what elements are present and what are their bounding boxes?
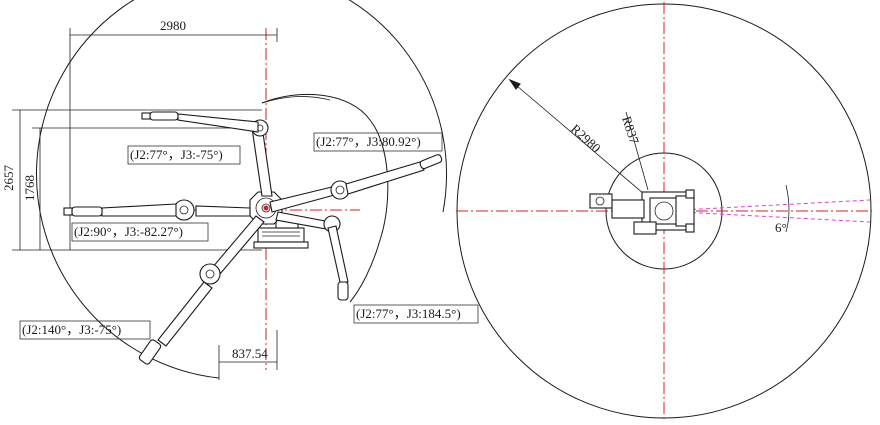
arm-pose-5 (138, 215, 265, 365)
dim-2980: 2980 (69, 18, 278, 250)
dim-837: 837.54 (218, 330, 278, 380)
pose-label-2: (J2:77°，J3:80.92°) (313, 132, 443, 152)
dim-2657: 2657 (1, 109, 262, 251)
arm-pose-4 (275, 211, 349, 301)
pose-label-1-text: (J2:77°，J3:-75°) (130, 147, 223, 162)
pose-label-1: (J2:77°，J3:-75°) (127, 145, 241, 165)
dim-837-label: 837.54 (232, 346, 268, 361)
robot-top-view (589, 189, 695, 235)
radius-r2980-leader (509, 79, 665, 212)
radius-r837-label: R837 (619, 114, 642, 146)
angle-line-upper (663, 199, 871, 212)
dim-1768: 1768 (22, 127, 258, 250)
pose-label-2-text: (J2:77°，J3:80.92°) (316, 134, 421, 149)
arm-pose-2 (269, 154, 443, 213)
radius-r837-leader (625, 111, 649, 191)
arm-pose-1 (141, 111, 273, 197)
angle-arc (785, 184, 790, 233)
dim-2657-label: 2657 (1, 165, 16, 192)
pose-label-3: (J2:90°，J3:-82.27°) (71, 222, 209, 242)
top-view: 6° R2980 R837 (456, 2, 872, 422)
outer-reach-arc (36, 0, 447, 379)
inner-reach-arc-2 (261, 96, 331, 104)
angle-line-lower (663, 210, 871, 223)
pose-label-3-text: (J2:90°，J3:-82.27°) (74, 224, 183, 239)
radius-r2980-label: R2980 (568, 121, 604, 155)
dim-2980-label: 2980 (160, 18, 186, 33)
pose-label-4-text: (J2:77°，J3:184.5°) (356, 306, 461, 321)
inner-reach-arc (261, 94, 389, 303)
angle-label: 6° (775, 220, 787, 235)
pose-label-4: (J2:77°，J3:184.5°) (353, 304, 479, 324)
pose-label-5-text: (J2:140°，J3:-75°) (22, 322, 121, 337)
arm-pose-3 (63, 199, 251, 221)
dim-1768-label: 1768 (22, 175, 37, 201)
side-view: 2980 2657 1768 837.54 (1, 0, 479, 380)
pose-label-5: (J2:140°，J3:-75°) (19, 320, 151, 340)
